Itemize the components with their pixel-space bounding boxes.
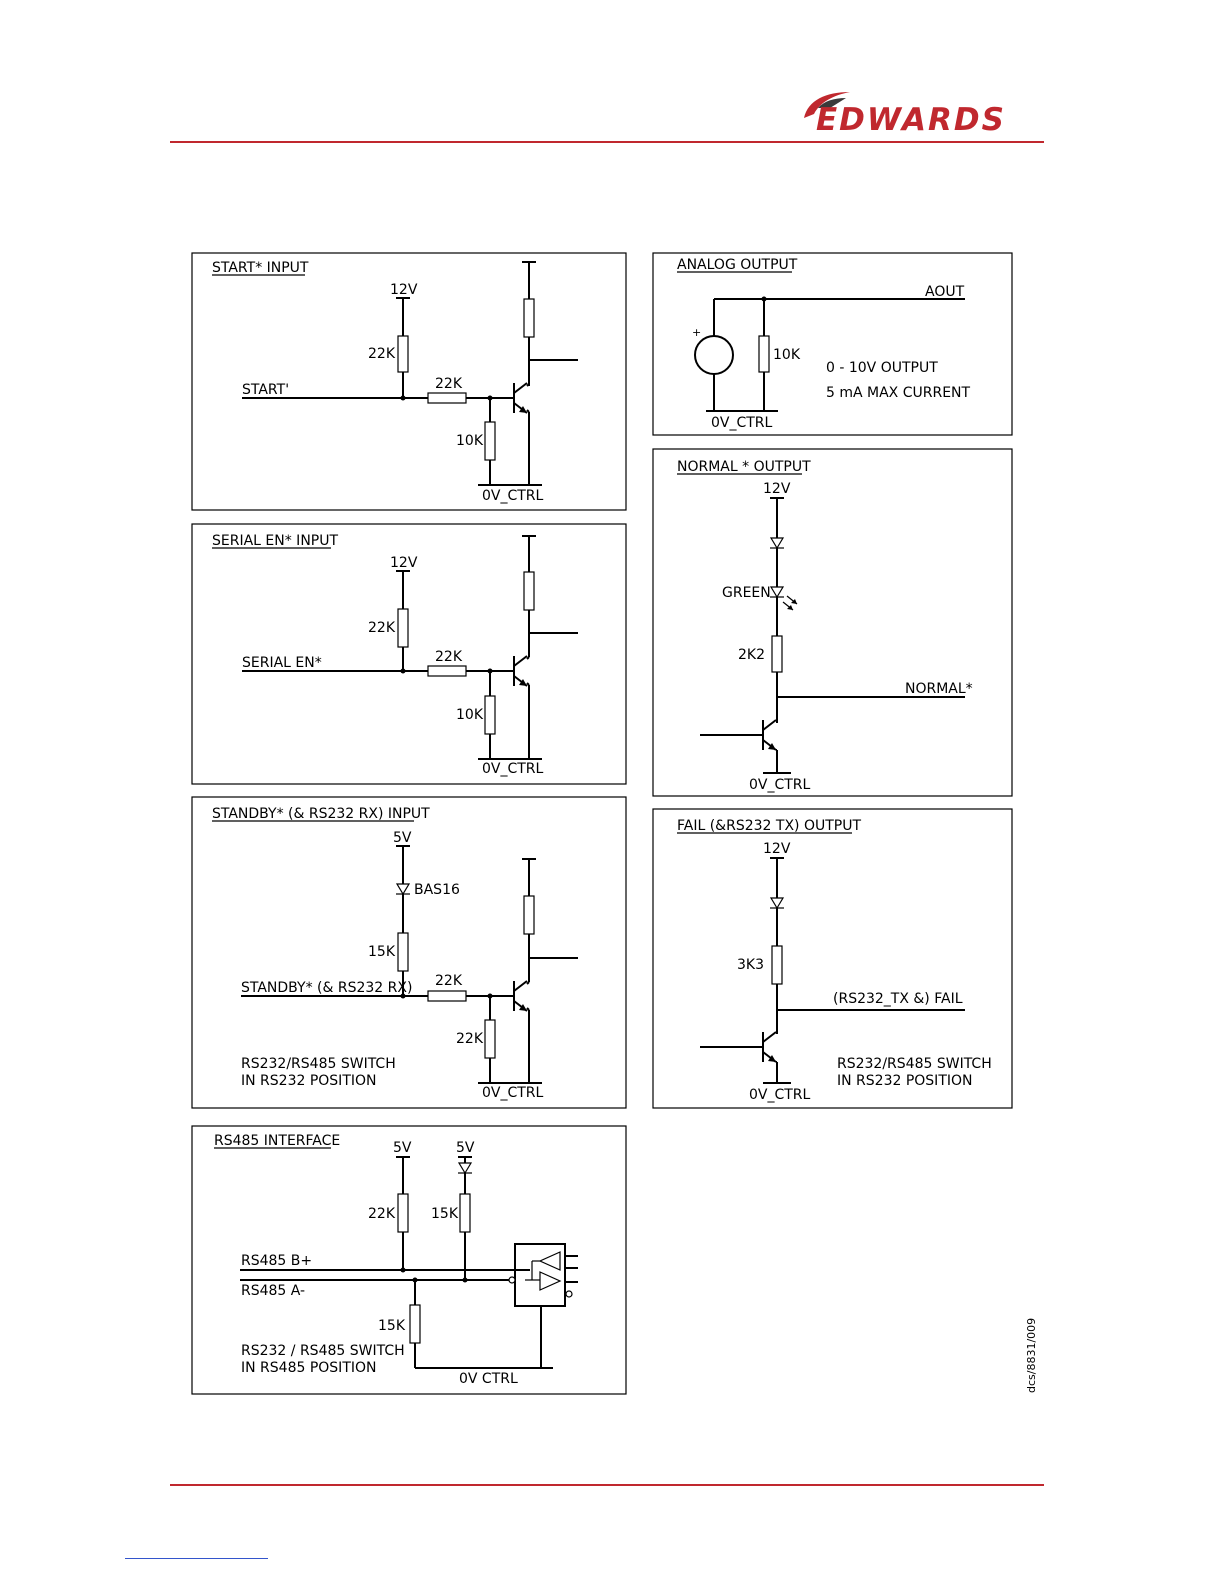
ground-label: 0V_CTRL xyxy=(482,761,544,777)
ground-label: 0V_CTRL xyxy=(482,488,544,504)
pullup-label: 22K xyxy=(368,346,396,362)
led-light-arrows xyxy=(782,595,798,611)
panel-title: RS485 INTERFACE xyxy=(214,1133,340,1149)
supply-label: 12V xyxy=(763,841,791,857)
supply-label: 12V xyxy=(390,282,418,298)
base-resistor-label: 22K xyxy=(435,973,463,989)
output-label: NORMAL* xyxy=(905,681,973,697)
spec-line1: 0 - 10V OUTPUT xyxy=(826,360,938,376)
switch-note-line1: RS232/RS485 SWITCH xyxy=(241,1056,396,1072)
pullup-label: 22K xyxy=(368,1206,396,1222)
switch-note-line1: RS232 / RS485 SWITCH xyxy=(241,1343,405,1359)
supply2-label: 5V xyxy=(456,1140,475,1156)
supply-label: 12V xyxy=(763,481,791,497)
ground-label: 0V_CTRL xyxy=(711,415,773,431)
supply-label: 5V xyxy=(393,830,412,846)
spec-line2: 5 mA MAX CURRENT xyxy=(826,385,971,401)
signal-label: START' xyxy=(242,382,289,398)
ground-label: 0V CTRL xyxy=(459,1371,518,1387)
panel-title: ANALOG OUTPUT xyxy=(677,257,798,273)
pulldown-label: 10K xyxy=(456,433,484,449)
diode-resistor-label: 15K xyxy=(431,1206,459,1222)
logo-swoosh xyxy=(804,92,850,118)
ground-label: 0V_CTRL xyxy=(749,1087,811,1103)
panel-title: START* INPUT xyxy=(212,260,309,276)
panel-start-input: START* INPUT 12V 22K START' 22K 10K 0V_C… xyxy=(191,252,627,511)
line-b-label: RS485 B+ xyxy=(241,1253,312,1269)
supply-label: 12V xyxy=(390,555,418,571)
pullup-label: 15K xyxy=(368,944,396,960)
footer-link-underline xyxy=(125,1558,268,1559)
base-resistor-label: 22K xyxy=(435,649,463,665)
pulldown-label: 22K xyxy=(456,1031,484,1047)
panel-standby-input: STANDBY* (& RS232 RX) INPUT 5V BAS16 15K… xyxy=(191,796,627,1109)
base-resistor-label: 22K xyxy=(435,376,463,392)
panel-title: STANDBY* (& RS232 RX) INPUT xyxy=(212,806,430,822)
switch-note-line2: IN RS232 POSITION xyxy=(837,1073,973,1089)
resistor-label: 2K2 xyxy=(738,647,765,663)
panel-analog-output: ANALOG OUTPUT AOUT + 10K 0 - 10V OUTPUT … xyxy=(652,252,1013,436)
rs485-transceiver-ic xyxy=(508,1243,578,1307)
supply1-label: 5V xyxy=(393,1140,412,1156)
panel-rs485-interface: RS485 INTERFACE 5V 5V 22K 15K RS485 B+ R… xyxy=(191,1125,627,1395)
logo-wordmark: EDWARDS xyxy=(816,102,1006,136)
led-label: GREEN xyxy=(722,585,771,601)
pulldown-label: 15K xyxy=(378,1318,406,1334)
output-label: AOUT xyxy=(925,284,965,300)
plus-label: + xyxy=(692,326,701,339)
ground-label: 0V_CTRL xyxy=(749,777,811,793)
ground-label: 0V_CTRL xyxy=(482,1085,544,1101)
output-label: (RS232_TX &) FAIL xyxy=(833,991,963,1007)
signal-label: SERIAL EN* xyxy=(242,655,322,671)
pullup-label: 22K xyxy=(368,620,396,636)
footer-rule xyxy=(170,1484,1044,1486)
panel-title: SERIAL EN* INPUT xyxy=(212,533,338,549)
logo-swoosh-dark xyxy=(818,98,846,108)
header-rule xyxy=(170,141,1044,143)
panel-normal-output: NORMAL * OUTPUT 12V GREEN 2K2 NORMAL* 0V… xyxy=(652,448,1013,797)
panel-fail-output: FAIL (&RS232 TX) OUTPUT 12V 3K3 (RS232_T… xyxy=(652,808,1013,1109)
diode-label: BAS16 xyxy=(414,882,460,898)
edwards-logo: EDWARDS xyxy=(804,92,1006,136)
switch-note-line2: IN RS232 POSITION xyxy=(241,1073,377,1089)
resistor-label: 3K3 xyxy=(737,957,764,973)
drawing-reference: dcs/8831/009 xyxy=(1025,1318,1038,1393)
signal-label: STANDBY* (& RS232 RX) xyxy=(241,980,412,996)
panel-title: NORMAL * OUTPUT xyxy=(677,459,811,475)
pulldown-label: 10K xyxy=(456,707,484,723)
switch-note-line2: IN RS485 POSITION xyxy=(241,1360,377,1376)
panel-title: FAIL (&RS232 TX) OUTPUT xyxy=(677,818,861,834)
panel-serial-en-input: SERIAL EN* INPUT 12V 22K SERIAL EN* 22K … xyxy=(191,523,627,785)
line-a-label: RS485 A- xyxy=(241,1283,305,1299)
switch-note-line1: RS232/RS485 SWITCH xyxy=(837,1056,992,1072)
resistor-label: 10K xyxy=(773,347,801,363)
